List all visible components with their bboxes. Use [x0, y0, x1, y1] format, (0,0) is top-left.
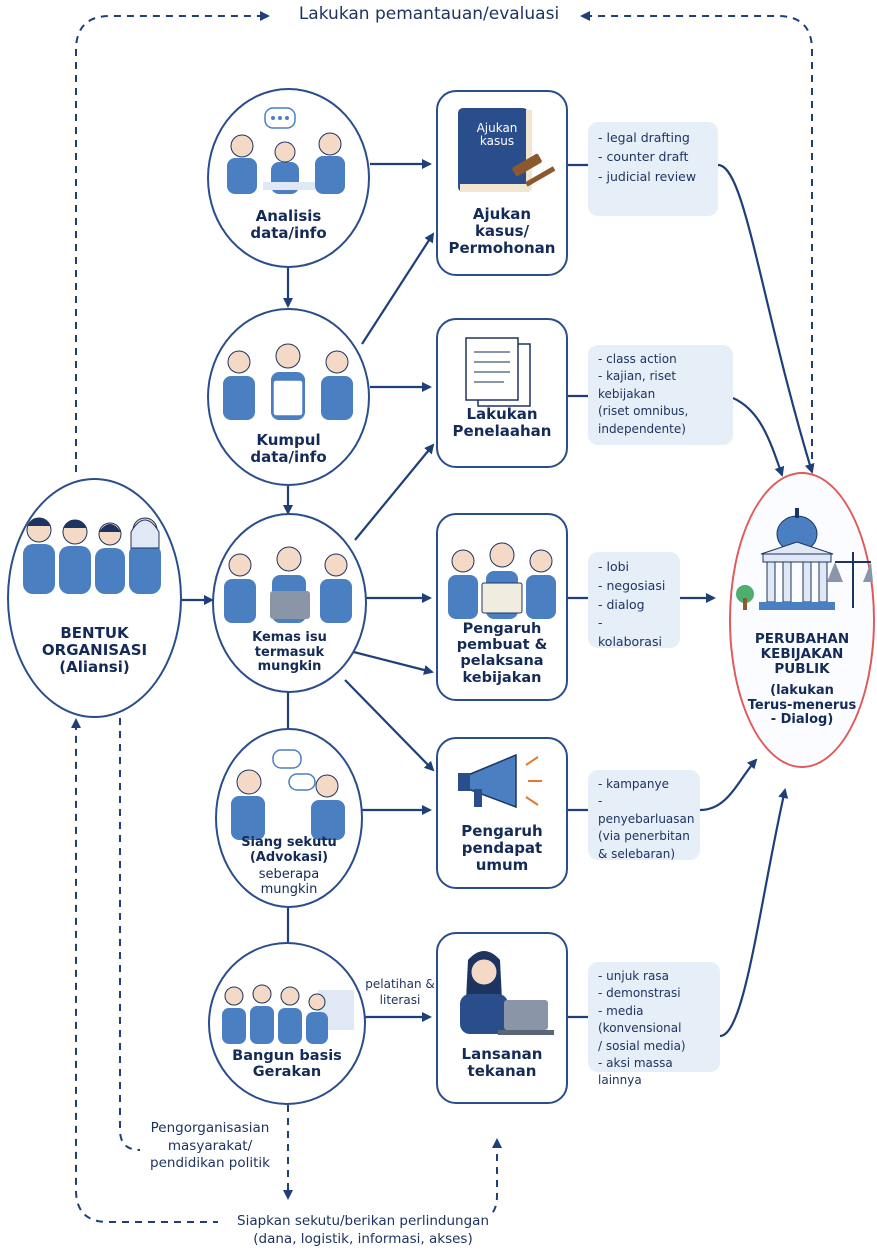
node-ajukan: Ajukan kasus Ajukan kasus/ Permohonan	[436, 90, 568, 276]
note-item: - kampanye	[598, 777, 669, 791]
node-kemas: Kemas isu termasuk mungkin	[212, 513, 367, 693]
dashed-top-right	[580, 11, 813, 472]
node-pembuat-label: Pengaruh pembuat & pelaksana kebijakan	[456, 621, 548, 686]
node-bentuk-organisasi-label: BENTUK ORGANISASI (Aliansi)	[41, 624, 148, 676]
team-laptop-icon	[224, 546, 352, 623]
node-analisis-label: Analisis data/info	[250, 207, 327, 242]
note-item: - demonstrasi	[598, 986, 681, 1001]
node-penelaahan-label: Lakukan Penelaahan	[452, 405, 552, 440]
node-analisis: Analisis data/info	[207, 88, 370, 268]
dashed-top-left	[75, 11, 270, 472]
law-book-gavel-icon	[458, 108, 556, 192]
node-lansanan-label: Lansanan tekanan	[461, 1045, 543, 1080]
note-item: - judicial review	[598, 168, 697, 184]
node-perubahan-sublabel: (lakukan Terus-menerus - Dialog)	[747, 683, 857, 728]
arrow-kemas-to-penelaahan	[354, 443, 435, 541]
node-kumpul: Kumpul data/info	[207, 308, 370, 486]
community-group-icon	[222, 984, 354, 1044]
note-penelaahan: - class action - kajian, riset kebijakan…	[588, 345, 733, 445]
node-siang: Siang sekutu (Advokasi) seberapa mungkin	[215, 728, 363, 908]
note-lansanan: - unjuk rasa - demonstrasi - media (konv…	[588, 962, 720, 1087]
note-item: - aksi massa lainnya	[598, 1055, 673, 1088]
training-literacy-label: pelatihan & literasi	[365, 977, 435, 1007]
node-lansanan: Lansanan tekanan	[436, 932, 568, 1104]
note-item: - dialog	[598, 596, 645, 612]
note-item: - kolaborasi	[598, 615, 662, 649]
team-document-icon	[223, 343, 353, 420]
note-item: - kajian, riset kebijakan (riset omnibus…	[598, 369, 689, 436]
two-people-talking-icon	[231, 749, 345, 840]
note-item: - lobi	[598, 559, 630, 574]
team-meeting-icon	[227, 107, 345, 194]
note-item: - class action	[598, 352, 677, 366]
protection-label: Siapkan sekutu/berikan perlindungan (dan…	[218, 1213, 508, 1249]
dashed-bottom-right	[469, 1138, 502, 1223]
node-bangun-label: Bangun basis Gerakan	[232, 1048, 342, 1081]
people-group-icon	[23, 517, 161, 594]
monitoring-label: Lakukan pemantauan/evaluasi	[278, 3, 580, 26]
node-siang-sublabel: seberapa mungkin	[258, 867, 320, 897]
node-penelaahan: Lakukan Penelaahan	[436, 318, 568, 468]
person-laptop-icon	[460, 951, 554, 1035]
arrow-kemas-to-pendapat	[344, 679, 435, 772]
arrow-note5-to-perubahan	[719, 788, 789, 1038]
node-bentuk-organisasi: BENTUK ORGANISASI (Aliansi)	[7, 478, 182, 718]
community-organizing-label: Pengorganisasian masyarakat/ pendidikan …	[140, 1120, 280, 1173]
note-ajukan: - legal drafting - counter draft - judic…	[588, 122, 718, 216]
note-item: - counter draft	[598, 149, 689, 165]
node-kemas-label: Kemas isu termasuk mungkin	[252, 630, 327, 675]
arrow-note2-to-perubahan	[732, 396, 785, 477]
ajukan-book-title: Ajukan kasus	[476, 121, 518, 149]
arrow-note1-to-perubahan	[717, 163, 815, 474]
node-pendapat-label: Pengaruh pendapat umum	[461, 822, 543, 874]
dashed-organisasi-to-left-label	[119, 718, 150, 1151]
node-ajukan-label: Ajukan kasus/ Permohonan	[448, 205, 556, 257]
note-item: - media (konvensional / sosial media)	[598, 1003, 686, 1053]
officials-group-icon	[448, 542, 556, 619]
node-pembuat: Pengaruh pembuat & pelaksana kebijakan	[436, 513, 568, 701]
node-perubahan-kebijakan: PERUBAHAN KEBIJAKAN PUBLIK (lakukan Teru…	[729, 472, 875, 768]
note-item: - unjuk rasa	[598, 969, 669, 983]
node-bangun: Bangun basis Gerakan	[208, 942, 366, 1105]
note-item: - negosiasi	[598, 577, 666, 593]
documents-icon	[465, 337, 531, 407]
note-item: - legal drafting	[598, 130, 690, 145]
megaphone-icon	[458, 753, 542, 809]
arrow-note4-to-perubahan	[699, 758, 758, 812]
government-building-scales-icon	[736, 508, 873, 610]
arrow-kumpul-to-ajukan	[361, 232, 435, 345]
node-perubahan-label: PERUBAHAN KEBIJAKAN PUBLIK	[754, 631, 850, 678]
node-siang-label: Siang sekutu (Advokasi)	[241, 835, 337, 865]
node-kumpul-label: Kumpul data/info	[250, 431, 327, 466]
note-pendapat: - kampanye - penyebarluasan (via penerbi…	[588, 770, 700, 861]
node-pendapat: Pengaruh pendapat umum	[436, 737, 568, 889]
note-item: - penyebarluasan (via penerbitan & seleb…	[598, 794, 695, 861]
note-pembuat: - lobi - negosiasi - dialog - kolaborasi	[588, 552, 680, 649]
